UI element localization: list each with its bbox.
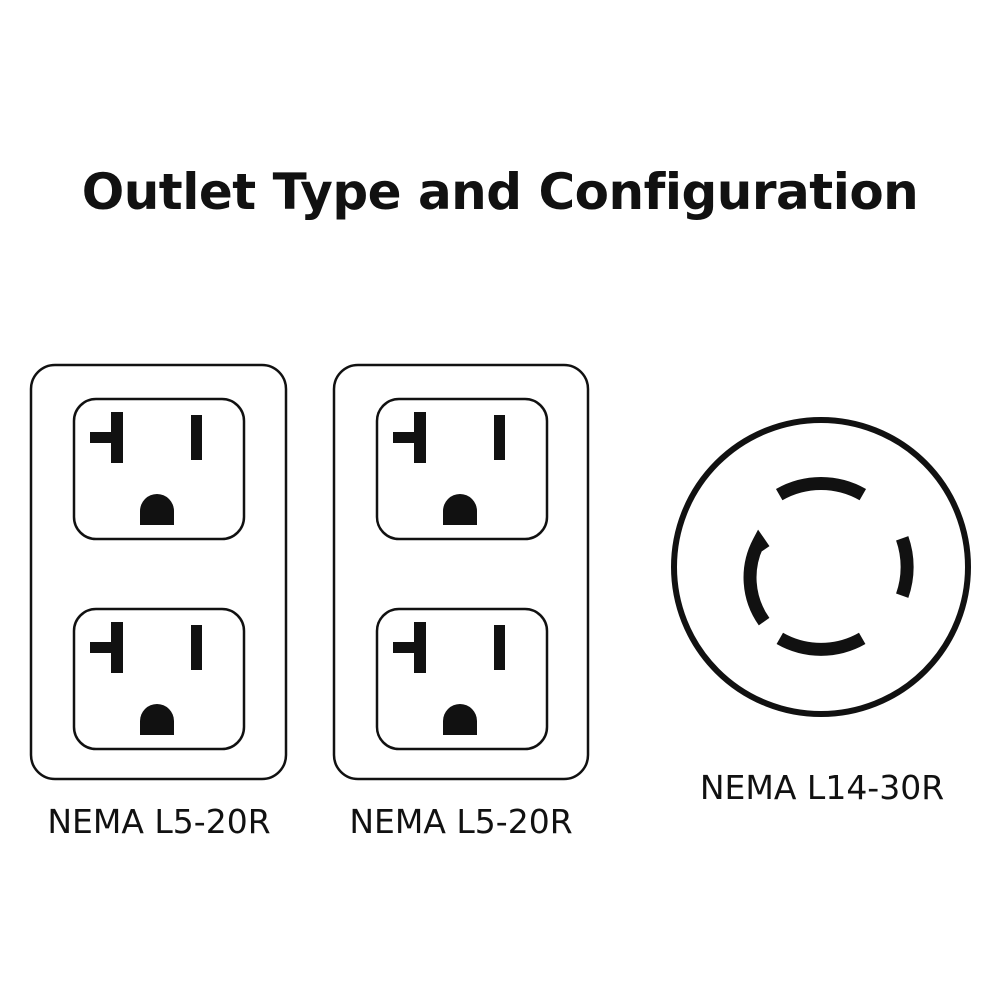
- outlet-label-middle: NEMA L5-20R: [349, 802, 573, 841]
- diagram-title: Outlet Type and Configuration: [81, 163, 919, 221]
- receptacle-middle-top: [375, 397, 549, 541]
- twist-lock-face: [671, 417, 971, 717]
- outlet-label-right: NEMA L14-30R: [699, 768, 945, 807]
- receptacle-left-top: [72, 397, 246, 541]
- duplex-outlet-left: [29, 363, 288, 781]
- twist-lock-slot-right: [896, 536, 914, 598]
- duplex-outlet-middle: [332, 363, 590, 781]
- receptacle-middle-bottom: [375, 607, 549, 751]
- twist-lock-slot-top: [775, 476, 867, 501]
- wall-plate-middle: [332, 363, 590, 781]
- twist-lock-slot-bottom: [776, 632, 866, 656]
- outlet-label-left: NEMA L5-20R: [47, 802, 271, 841]
- twist-lock-outlet: [671, 417, 971, 717]
- twist-lock-slot-ground: [743, 529, 770, 626]
- wall-plate-left: [29, 363, 288, 781]
- receptacle-left-bottom: [72, 607, 246, 751]
